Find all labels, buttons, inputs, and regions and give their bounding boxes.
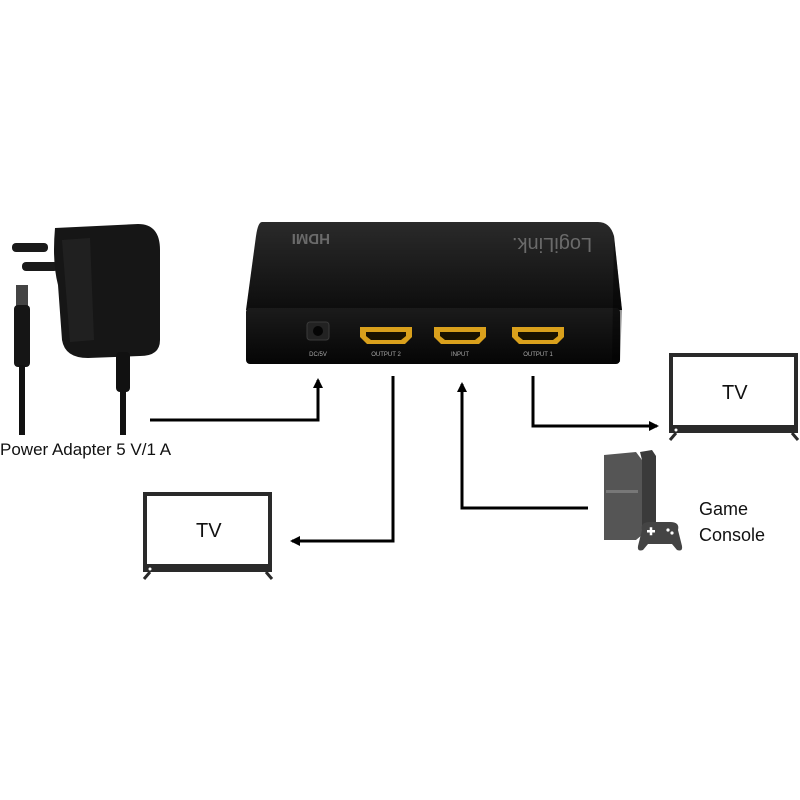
arrow-power-to-dc xyxy=(150,378,323,422)
tv-left-label: TV xyxy=(196,520,222,542)
game-console-label: Game Console xyxy=(699,496,765,548)
game-console-label-line2: Console xyxy=(699,525,766,545)
port-label-output-2: OUTPUT 2 xyxy=(371,352,401,358)
brand-logo: LogiLink. xyxy=(512,233,592,255)
arrow-output2-to-tv xyxy=(290,376,395,546)
hdmi-port-output-1 xyxy=(512,327,564,344)
tv-right-label: TV xyxy=(722,382,748,404)
port-label-output-1: OUTPUT 1 xyxy=(523,352,553,358)
hdmi-port-output-2 xyxy=(360,327,412,344)
game-console-label-line1: Game xyxy=(699,499,749,519)
arrow-console-to-input xyxy=(457,382,588,510)
hdmi-logo: HDMI xyxy=(292,230,330,247)
tv-icon xyxy=(142,492,274,580)
tv-icon xyxy=(668,353,800,441)
port-label-input: INPUT xyxy=(451,352,469,358)
power-adapter-label: Power Adapter 5 V/1 A xyxy=(0,440,172,459)
game-console-icon xyxy=(604,450,656,540)
power-adapter-icon xyxy=(12,224,160,435)
port-label-dc: DC/5V xyxy=(309,352,327,358)
gamepad-icon xyxy=(637,522,683,551)
dc-power-jack xyxy=(306,321,330,341)
arrow-output1-to-tv xyxy=(531,376,659,431)
hdmi-port-input xyxy=(434,327,486,344)
hdmi-splitter: LogiLink. HDMI DC/5V OUTPUT 2 INPUT OUTP… xyxy=(246,222,622,364)
